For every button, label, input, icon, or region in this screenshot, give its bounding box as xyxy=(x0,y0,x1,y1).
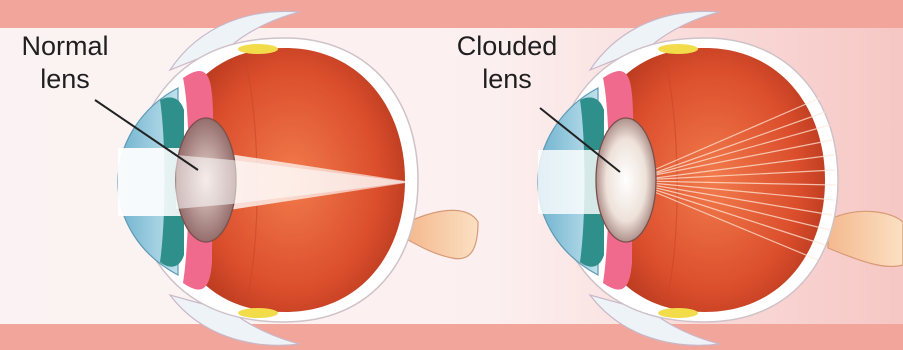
clouded-lens xyxy=(596,118,656,242)
fat-pad-bottom xyxy=(238,308,278,318)
fat-pad-bottom xyxy=(658,308,698,318)
normal-lens-label-line2: lens xyxy=(40,64,90,94)
fat-pad-top xyxy=(658,44,698,54)
fat-pad-top xyxy=(238,44,278,54)
normal-lens-label: Normal lens xyxy=(10,30,120,96)
normal-lens-label-line1: Normal xyxy=(21,31,108,61)
clouded-lens-label-line1: Clouded xyxy=(457,31,558,61)
clouded-lens-label: Clouded lens xyxy=(432,30,582,96)
clouded-lens-label-line2: lens xyxy=(482,64,532,94)
